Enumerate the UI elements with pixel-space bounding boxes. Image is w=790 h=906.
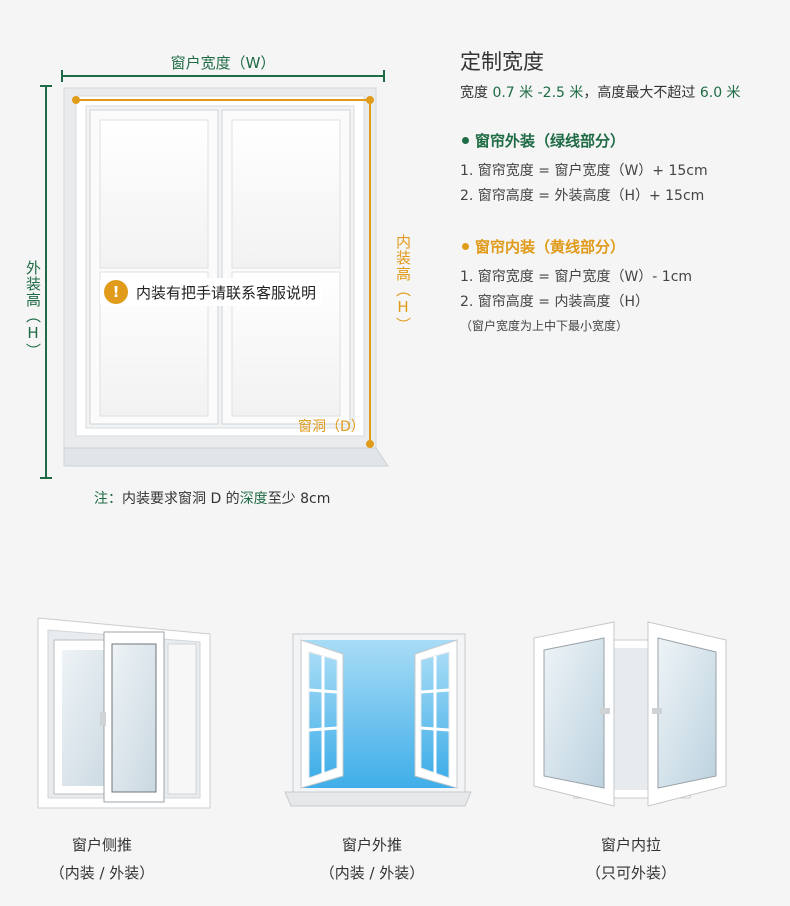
inner-heading: 窗帘内装（黄线部分） (462, 236, 625, 257)
green-dot-icon (462, 137, 469, 144)
range-width: 0.7 米 -2.5 米 (492, 85, 584, 101)
amber-dot-icon (462, 243, 469, 250)
depth-note-text-b: 至少 8cm (267, 491, 331, 507)
outer-heading: 窗帘外装（绿线部分） (462, 130, 625, 151)
depth-note-prefix: 注： (94, 491, 122, 507)
window-type-inward-sub: （只可外装） (585, 864, 676, 882)
range-text-b: ，高度最大不超过 (583, 85, 696, 101)
window-type-inward-name: 窗户内拉 (600, 836, 661, 854)
spec-title: 定制宽度 (460, 50, 544, 74)
inward-window-image (533, 621, 727, 807)
inner-line-2: 2. 窗帘高度 = 内装高度（H） (460, 294, 649, 310)
inner-line-1: 1. 窗帘宽度 = 窗户宽度（W）- 1cm (460, 269, 693, 285)
warning-icon: ! (104, 280, 128, 304)
inner-heading-text: 窗帘内装（黄线部分） (475, 238, 626, 256)
handle-note-text: 内装有把手请联系客服说明 (136, 283, 317, 302)
window-type-sliding-name: 窗户侧推 (71, 836, 132, 854)
window-diagram: 窗户宽度（W） 外装高（H） 内装高（H） 窗洞（D） ! 内装有把手请联系客服… (0, 0, 420, 520)
depth-label: 窗洞（D） (298, 419, 365, 435)
outer-heading-text: 窗帘外装（绿线部分） (475, 132, 626, 150)
range-height: 6.0 米 (699, 85, 741, 101)
outer-height-label: 外装高（H） (24, 260, 42, 359)
depth-note-text-a: 内装要求窗洞 D 的 (122, 491, 240, 507)
inner-note: （窗户宽度为上中下最小宽度） (460, 319, 629, 333)
window-type-outward-sub: （内装 / 外装） (319, 864, 425, 882)
handle-note: ! 内装有把手请联系客服说明 (100, 278, 323, 306)
window-type-sliding-sub: （内装 / 外装） (49, 864, 155, 882)
sliding-window-image (37, 617, 211, 809)
outer-line-1: 1. 窗帘宽度 = 窗户宽度（W）+ 15cm (460, 163, 708, 179)
spec-range: 宽度 0.7 米 -2.5 米，高度最大不超过 6.0 米 (460, 82, 741, 102)
width-label: 窗户宽度（W） (170, 54, 276, 72)
outer-line-2: 2. 窗帘高度 = 外装高度（H）+ 15cm (460, 188, 705, 204)
window-type-outward-name: 窗户外推 (341, 836, 402, 854)
depth-note: 注：内装要求窗洞 D 的深度至少 8cm (94, 488, 330, 508)
outward-window-image (284, 633, 472, 807)
range-text-a: 宽度 (460, 85, 488, 101)
inner-height-label: 内装高（H） (394, 234, 412, 333)
window-diagram-graphic (40, 70, 389, 479)
depth-note-key: 深度 (239, 491, 268, 507)
